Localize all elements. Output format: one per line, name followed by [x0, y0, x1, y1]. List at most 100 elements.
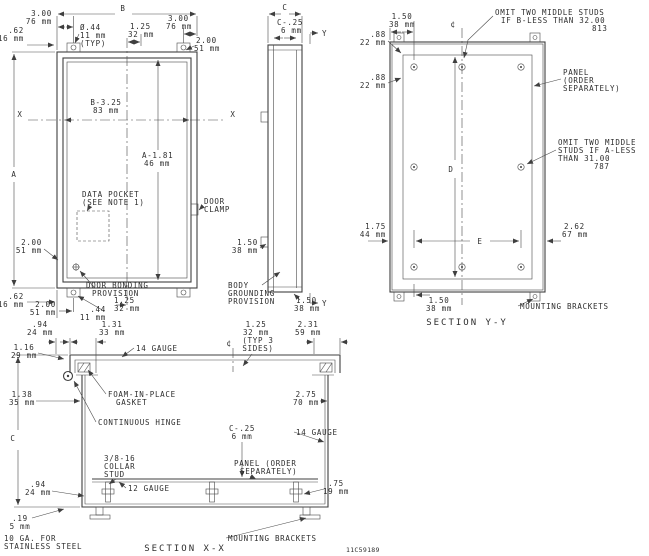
dim-1-25-bot-mm: 32 mm: [114, 304, 140, 313]
door-clamp-note-2: CLAMP: [204, 205, 230, 214]
continuous-hinge-shape: [62, 370, 74, 382]
dim-1-50-top-mm: 38 mm: [389, 20, 415, 29]
foam-gasket-note-1: FOAM-IN-PLACE: [108, 390, 176, 399]
data-pocket-note-1: DATA POCKET: [82, 190, 139, 199]
hole-note-mm: 11 mm: [80, 31, 106, 40]
body-grounding-note-2: GROUNDING: [228, 289, 275, 298]
dim-c-label: C: [282, 3, 287, 12]
panel-note-1: PANEL: [563, 68, 589, 77]
body-grounding-note-1: BODY: [228, 281, 249, 290]
data-pocket-shape: [76, 210, 110, 242]
dim-75-mm: 19 mm: [323, 487, 349, 496]
dim-1-50-clamp-mm: 38 mm: [232, 246, 258, 255]
gauge-14-top-note: 14 GAUGE: [136, 344, 178, 353]
mounting-hole-icon: [180, 289, 187, 296]
dim-62-bot-in: .62: [8, 292, 24, 301]
section-xx-dimension-lines: [14, 338, 348, 539]
dim-3-00-left-in: 3.00: [31, 9, 52, 18]
dim-2-00-tr-mm: 51 mm: [194, 44, 220, 53]
omit-a-note-4: 787: [594, 162, 610, 171]
collar-studs: [101, 481, 303, 503]
dim-a181-in: A-1.81: [142, 151, 173, 160]
dim-44-bot-mm: 11 mm: [80, 313, 106, 322]
dim-c25-in: C-.25: [277, 18, 303, 27]
dim-2-75-in: 2.75: [296, 390, 317, 399]
mounting-brackets-note: MOUNTING BRACKETS: [228, 534, 317, 543]
dim-44-bot-in: .44: [90, 305, 106, 314]
foam-gasket-note-2: GASKET: [116, 398, 147, 407]
dim-d-label: D: [448, 165, 453, 174]
panel-note-2: (ORDER: [563, 76, 594, 85]
dim-62-bot-mm: 16 mm: [0, 300, 24, 309]
dim-1-50-bot-in: 1.50: [296, 296, 317, 305]
centerline-symbol: ¢: [226, 339, 231, 348]
door-clamp-shape: [260, 236, 269, 248]
section-x-marker-left: X: [17, 110, 22, 119]
section-xx-labels: .94 24 mm 1.31 33 mm 1.16 29 mm 14 GAUGE…: [4, 320, 380, 554]
door-bonding-note-1: DOOR BONDING: [86, 281, 149, 290]
dim-1-50-bot-mm: 38 mm: [294, 304, 320, 313]
mounting-bracket-shape: [529, 291, 541, 302]
section-x-marker-right: X: [230, 110, 235, 119]
dim-b-label: B: [120, 4, 125, 13]
dim-62-top-in: .62: [8, 26, 24, 35]
dim-88-a-in: .88: [370, 30, 386, 39]
side-view-dimension-lines: [259, 11, 303, 301]
section-yy-dimension-lines: [368, 15, 562, 307]
panel-note-1: PANEL (ORDER: [234, 459, 297, 468]
mounting-bracket-shape: [393, 291, 405, 302]
dim-1-16-in: 1.16: [14, 343, 35, 352]
dim-1-31-in: 1.31: [102, 320, 123, 329]
drawing-number: 11C59189: [346, 546, 380, 554]
dim-75-in: .75: [328, 479, 344, 488]
panel-note-2: SEPARATELY): [240, 467, 297, 476]
dim-2-00-tr-in: 2.00: [196, 36, 217, 45]
mounting-hole-icon: [180, 44, 187, 51]
mounting-bracket-shape: [89, 506, 321, 520]
dim-b325-mm: 83 mm: [93, 106, 119, 115]
dim-1-25-in: 1.25: [246, 320, 267, 329]
dim-1-16-mm: 29 mm: [11, 351, 37, 360]
stainless-note-2: STAINLESS STEEL: [4, 542, 82, 551]
dim-2-00-left-in: 2.00: [21, 238, 42, 247]
dim-1-38-mm: 35 mm: [9, 398, 35, 407]
dim-2-31-in: 2.31: [298, 320, 319, 329]
dim-c-label: C: [10, 434, 15, 443]
dim-b325-in: B-3.25: [90, 98, 121, 107]
rear-panel-shape: [402, 54, 533, 280]
omit-a-note-2: STUDS IF A-LESS: [558, 146, 636, 155]
section-y-marker-bottom: Y: [322, 299, 327, 308]
dim-94-bot-mm: 24 mm: [25, 488, 51, 497]
front-view-outline: [28, 38, 226, 310]
front-view-dimension-lines: [11, 11, 206, 318]
dim-2-00-bot-mm: 51 mm: [30, 308, 56, 317]
gauge-12-note: 12 GAUGE: [128, 484, 170, 493]
dim-2-75-mm: 70 mm: [293, 398, 319, 407]
panel-studs: [410, 63, 525, 271]
dim-2-00-bot-in: 2.00: [35, 300, 56, 309]
dim-c25-mm: 6 mm: [281, 26, 302, 35]
section-xx-title: SECTION X-X: [144, 544, 226, 554]
door-clamp-shape: [260, 111, 269, 123]
dim-a-label: A: [11, 170, 16, 179]
door-clamp-shape: [190, 203, 199, 216]
dim-62-top-mm: 16 mm: [0, 34, 24, 43]
dim-2-31-mm: 59 mm: [295, 328, 321, 337]
dim-2-62-mm: 67 mm: [562, 230, 588, 239]
data-pocket-note-2: (SEE NOTE 1): [82, 198, 145, 207]
dim-3-00-left-mm: 76 mm: [26, 17, 52, 26]
dim-1-25-note-1: (TYP 3: [242, 336, 273, 345]
omit-a-note-1: OMIT TWO MIDDLE: [558, 138, 636, 147]
hole-note-typ: (TYP): [80, 39, 106, 48]
dim-1-25-note-2: SIDES): [242, 344, 273, 353]
dim-3-00-right-mm: 76 mm: [166, 22, 192, 31]
section-xx-outline: [62, 348, 341, 520]
dim-88-a-mm: 22 mm: [360, 38, 386, 47]
dim-a181-mm: 46 mm: [144, 159, 170, 168]
dim-e-label: E: [477, 237, 482, 246]
dim-c25-in: C-.25: [229, 424, 255, 433]
omit-a-note-3: THAN 31.00: [558, 154, 610, 163]
mounting-hole-icon: [70, 44, 77, 51]
section-yy-outline: [389, 28, 546, 305]
